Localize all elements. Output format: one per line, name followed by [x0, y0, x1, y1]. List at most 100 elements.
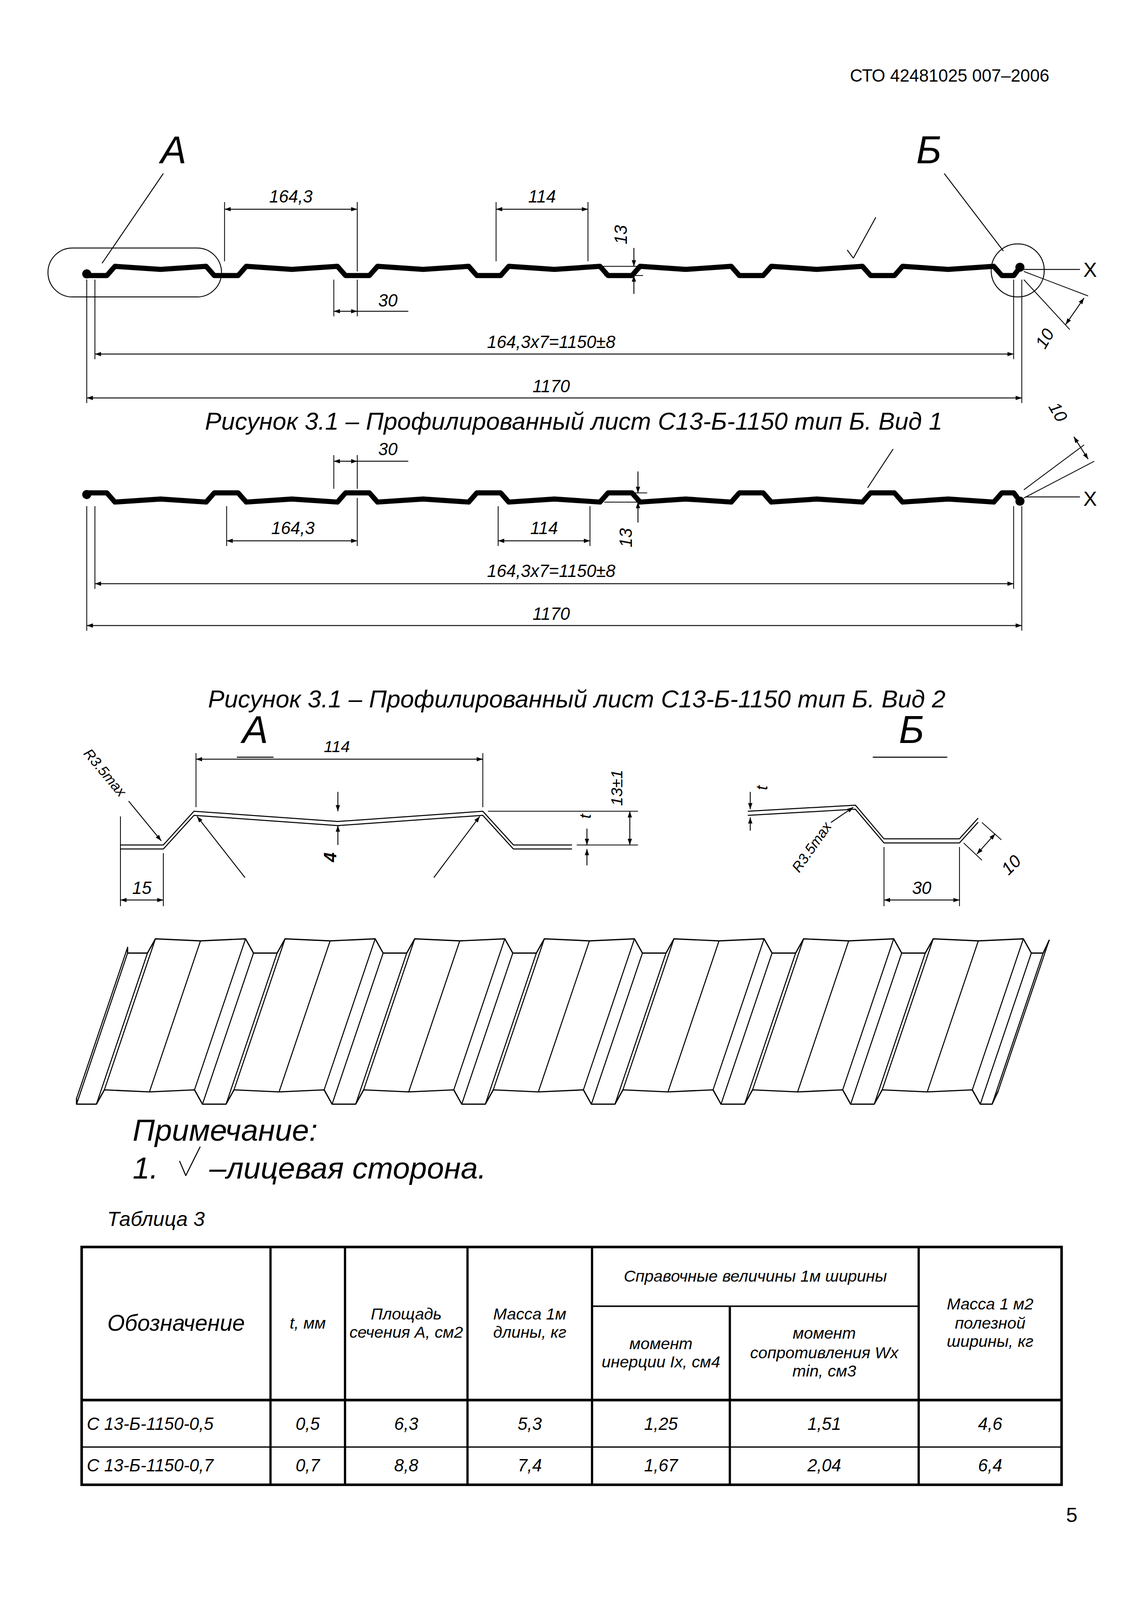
callout-outline	[990, 244, 1044, 298]
note-number: 1.	[132, 1151, 159, 1187]
sheet-view-fold	[149, 941, 201, 1093]
sheet-view-fold	[332, 953, 384, 1105]
extension-line	[487, 811, 638, 813]
sheet-view-fold	[797, 941, 849, 1093]
dimension-line	[498, 540, 590, 542]
detail-profile	[748, 805, 978, 840]
table-cell: С 13-Б-1150-0,5	[81, 1402, 271, 1448]
note-heading: Примечание:	[132, 1113, 318, 1149]
extension-line	[1023, 279, 1070, 330]
extension-line	[602, 265, 643, 267]
sheet-view-fold	[96, 953, 148, 1105]
page-number: 5	[1066, 1504, 1078, 1528]
leader-line	[357, 310, 409, 312]
table-cell: 6,3	[344, 1402, 468, 1448]
sheet-view-fold	[850, 953, 902, 1105]
dimension-value: 1170	[532, 604, 570, 625]
extension-line	[1021, 279, 1023, 404]
dimension-line	[633, 275, 635, 294]
sheet-view-fold	[493, 938, 545, 1090]
dimension-line	[120, 899, 164, 901]
dimension-line	[1073, 437, 1089, 460]
table-rule	[917, 1247, 920, 1486]
dimension-line	[586, 828, 588, 846]
sheet-view-fold	[991, 953, 1043, 1105]
dimension-value: 10	[997, 851, 1026, 880]
sheet-view-fold	[453, 938, 506, 1090]
dimension-line	[749, 817, 751, 831]
dimension-value: 10	[1031, 325, 1059, 353]
dimension-line	[976, 833, 996, 855]
dimension-value: 114	[323, 737, 350, 757]
sheet-view-fold	[234, 938, 286, 1090]
leader-line	[944, 173, 1004, 251]
dimension-value: 13	[611, 224, 632, 245]
dimension-value: 164,3x7=1150±8	[486, 333, 616, 354]
extension-line	[606, 492, 647, 494]
dimension-line	[495, 208, 588, 210]
table-rule	[343, 1247, 347, 1486]
sheet-view-fold	[927, 941, 979, 1093]
table-cell: 8,8	[344, 1448, 468, 1486]
document-code: СТО 42481025 007–2006	[849, 66, 1050, 87]
sheet-view-fold	[744, 953, 796, 1105]
dimension-line	[586, 849, 588, 866]
sheet-view-fold	[104, 938, 156, 1090]
extension-line	[333, 455, 335, 490]
extension-line	[195, 753, 197, 808]
table-frame	[81, 1247, 1062, 1486]
extension-line	[604, 501, 648, 503]
sheet-view-fold	[713, 938, 765, 1090]
dimension-value: 164,3	[271, 518, 315, 539]
dimension-line	[333, 310, 358, 312]
thickness-symbol: t	[753, 785, 772, 791]
extension-line	[576, 844, 638, 846]
leader-line	[830, 807, 854, 824]
sheet-view-fold	[842, 938, 894, 1090]
dimension-value: 30	[378, 440, 398, 461]
axis-line	[1023, 269, 1080, 271]
extension-line	[86, 279, 88, 404]
dimension-line	[337, 792, 339, 812]
axis-label: X	[1083, 258, 1098, 282]
detail-profile	[120, 815, 572, 850]
dimension-line	[749, 792, 751, 810]
dimension-value: 114	[530, 518, 558, 539]
dimension-value: 13	[616, 528, 637, 548]
title-underline	[872, 756, 948, 758]
sheet-view-fold	[882, 938, 934, 1090]
table-title: Таблица 3	[107, 1208, 205, 1232]
sheet-view-fold	[76, 947, 128, 1099]
dimension-line	[333, 460, 358, 462]
axis-line	[1026, 496, 1081, 498]
extension-line	[86, 506, 88, 631]
leader-line	[433, 816, 480, 878]
radius-note: R3.5max	[788, 818, 835, 876]
sheet-view-fold	[225, 953, 277, 1105]
sheet-view-fold	[202, 953, 254, 1105]
table-cell: 6,4	[918, 1448, 1062, 1486]
extension-line	[1023, 444, 1085, 490]
extension-line	[497, 506, 499, 547]
sheet-view-fold	[998, 940, 1050, 1092]
dimension-line	[226, 540, 358, 542]
sheet-profile	[86, 266, 1020, 276]
extension-line	[162, 853, 164, 907]
dimension-line	[1065, 297, 1085, 325]
leader-line	[102, 173, 164, 264]
sheet-view-fold	[323, 938, 376, 1090]
dimension-line	[224, 208, 358, 210]
dimension-value: 10	[1043, 399, 1071, 427]
sheet-view-fold	[972, 938, 1024, 1090]
dimension-line	[633, 248, 635, 267]
table-cell: 4,6	[918, 1402, 1062, 1448]
table-cell: 0,5	[270, 1402, 345, 1448]
axis-label: X	[1083, 487, 1098, 511]
table-cell: 1,67	[592, 1448, 730, 1486]
sheet-view-fold	[752, 938, 804, 1090]
callout-outline	[47, 248, 222, 298]
sheet-profile	[86, 493, 1020, 503]
extension-line	[94, 279, 96, 360]
table-cell: 1,51	[729, 1402, 919, 1448]
table-rule	[592, 1305, 919, 1308]
